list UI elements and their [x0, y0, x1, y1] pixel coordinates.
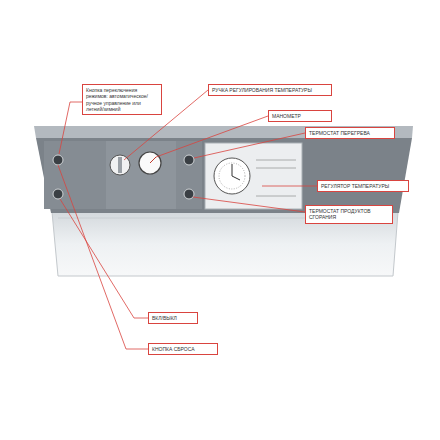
callout-box: ВКЛ/ВЫКЛ [148, 312, 198, 324]
callout-box: РЕГУЛЯТОР ТЕМПЕРАТУРЫ [317, 180, 409, 192]
callout-box: РУЧКА РЕГУЛИРОВАНИЯ ТЕМПЕРАТУРЫ [208, 84, 332, 96]
callout-box: ТЕРМОСТАТ ПРОДУКТОВ СГОРАНИЯ [305, 205, 393, 224]
callout-box: МАНОМЕТР [268, 110, 332, 122]
callout-text: Кнопка переключения режимов: автоматичес… [86, 87, 158, 112]
callout-text: РУЧКА РЕГУЛИРОВАНИЯ ТЕМПЕРАТУРЫ [212, 87, 328, 93]
callout-text: ТЕРМОСТАТ ПЕРЕГРЕВА [309, 130, 391, 136]
callout-text: КНОПКА СБРОСА [152, 346, 214, 352]
callout-box: Кнопка переключения режимов: автоматичес… [82, 84, 162, 115]
callout-box: КНОПКА СБРОСА [148, 343, 218, 355]
callout-text: ВКЛ/ВЫКЛ [152, 315, 194, 321]
callout-text: ТЕРМОСТАТ ПРОДУКТОВ СГОРАНИЯ [309, 208, 389, 221]
callout-text: РЕГУЛЯТОР ТЕМПЕРАТУРЫ [321, 183, 405, 189]
callout-box: ТЕРМОСТАТ ПЕРЕГРЕВА [305, 127, 395, 139]
callout-text: МАНОМЕТР [272, 113, 328, 119]
